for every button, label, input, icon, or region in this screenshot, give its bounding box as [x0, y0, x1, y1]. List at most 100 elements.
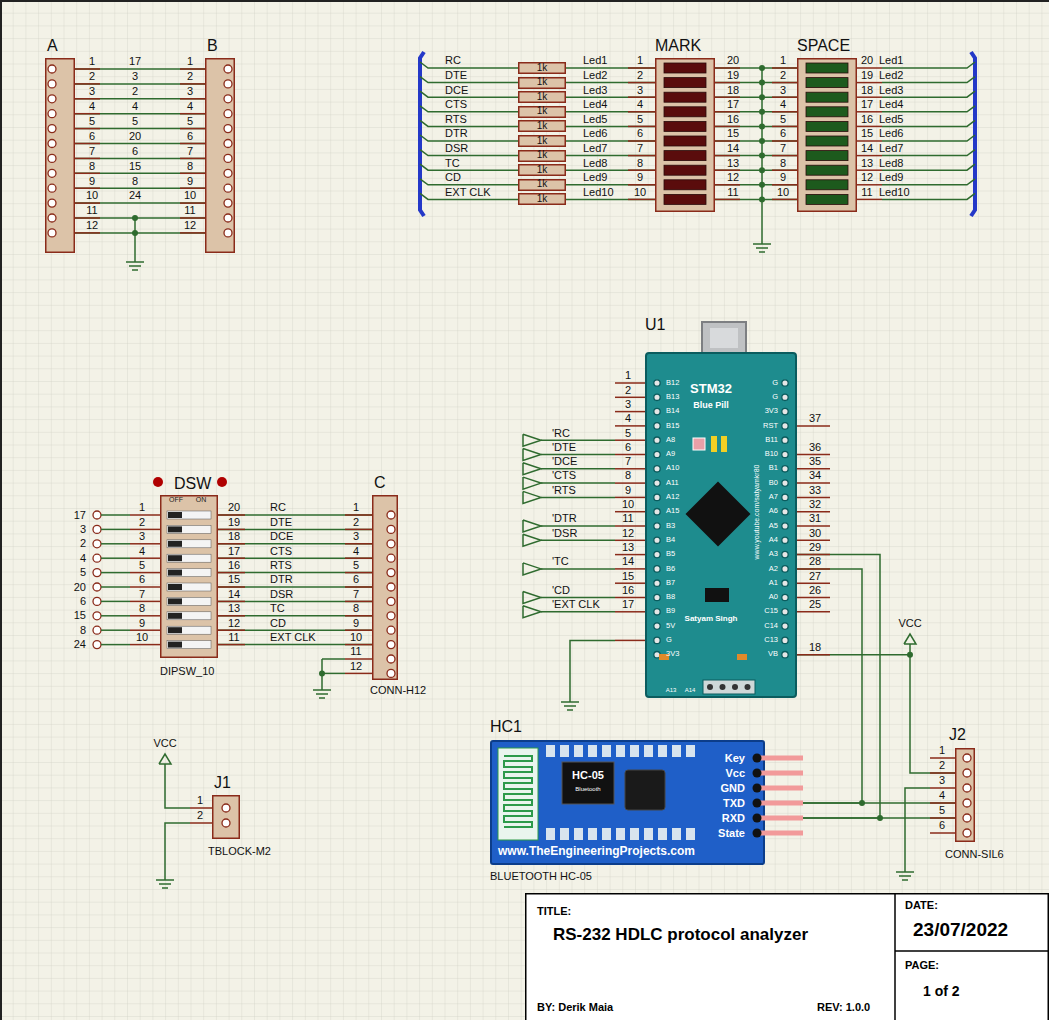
pin-number: 2 — [139, 516, 145, 529]
board-pin-name: B8 — [666, 593, 675, 602]
wire — [101, 529, 130, 531]
body-shape — [806, 121, 848, 131]
terminal-flag — [523, 606, 541, 618]
dip-switch-outline — [160, 495, 218, 658]
wire-terminal — [93, 540, 101, 548]
pin-number: 15 — [727, 127, 739, 140]
wire — [541, 468, 615, 470]
resistor-symbol: 1k — [518, 164, 566, 176]
pin-number: 3 — [780, 84, 786, 97]
part-reference: 1k — [537, 164, 548, 176]
pin-line — [130, 514, 160, 516]
pin-number: 1 — [353, 501, 359, 514]
pin-hole — [654, 523, 660, 529]
body-shape — [167, 511, 211, 519]
pin-stub — [757, 801, 803, 806]
pin-line — [715, 82, 740, 84]
part-reference: 1k — [537, 178, 548, 190]
terminal-flag — [523, 463, 541, 475]
pin-line — [75, 187, 100, 189]
wire — [218, 601, 372, 603]
pin-line — [857, 169, 882, 171]
pin-hole — [654, 466, 660, 472]
pin-line — [75, 173, 100, 175]
pin-number: 16 — [727, 113, 739, 126]
pin-line — [180, 128, 205, 130]
wire — [165, 764, 190, 808]
pin-number: 4 — [625, 412, 631, 425]
usb-connector — [710, 328, 738, 348]
ground-symbol — [759, 251, 765, 253]
module-pin-name: RXD — [722, 812, 745, 825]
board-pin-name: A0 — [769, 593, 778, 602]
pin-line — [345, 557, 372, 559]
signal-name: CTS — [445, 98, 467, 111]
body-shape — [206, 59, 235, 253]
pin-number: 11 — [727, 186, 738, 199]
pin-hole — [48, 229, 56, 237]
pin-hole — [782, 523, 788, 529]
board-pin-name: B7 — [666, 579, 675, 588]
pin-number: 12 — [184, 219, 196, 232]
pin-line — [772, 82, 797, 84]
pin-hole — [48, 65, 56, 73]
power-symbol — [159, 754, 171, 764]
board-pin-name: B3 — [666, 522, 675, 531]
pin-number: 27 — [809, 570, 821, 583]
pin-hole — [654, 494, 660, 500]
net-label: Led9 — [879, 171, 903, 184]
pin-line — [218, 543, 245, 545]
pin-hole — [222, 819, 230, 827]
power-label: VCC — [153, 737, 176, 750]
pin-number: 9 — [353, 617, 359, 630]
pin-line — [615, 640, 645, 642]
pin-line — [628, 96, 655, 98]
pin-number: 15 — [622, 570, 634, 583]
wire — [101, 557, 130, 559]
pin-hole — [782, 652, 788, 658]
wire — [75, 128, 205, 130]
pin-number: 12 — [727, 171, 739, 184]
pin-line — [75, 113, 100, 115]
pin-line — [75, 143, 100, 145]
pin-number: 4 — [780, 98, 786, 111]
pin-line — [715, 140, 740, 142]
body-shape — [656, 59, 715, 212]
pin-number: 1 — [197, 794, 203, 807]
pin-number: 4 — [139, 545, 145, 558]
pin-line — [345, 644, 372, 646]
board-pin-name: G — [772, 379, 778, 388]
board-pin-name: 3V3 — [666, 650, 679, 659]
pin-hole — [224, 199, 232, 207]
table-rule — [894, 893, 896, 1020]
body-shape — [703, 680, 755, 694]
pin-number: 11 — [622, 512, 633, 525]
part-text: BY: Derik Maia — [537, 1001, 613, 1014]
pin-hole — [782, 480, 788, 486]
wire — [566, 155, 655, 157]
pin-number: 9 — [187, 175, 193, 188]
pin-hole — [387, 569, 395, 577]
pin-number: 18 — [727, 84, 739, 97]
wire-number: 24 — [74, 638, 86, 651]
wire-label: Led2 — [583, 69, 607, 82]
pin-hole — [753, 814, 762, 823]
pin-number: 11 — [86, 204, 97, 217]
pin-number: 9 — [625, 484, 631, 497]
wire-label: CTS — [270, 545, 292, 558]
body-shape — [373, 496, 398, 680]
pin-number: 10 — [184, 189, 196, 202]
terminal-flag — [523, 434, 541, 446]
pin-hole — [782, 637, 788, 643]
pin-hole — [782, 423, 788, 429]
part-reference: C — [374, 474, 386, 492]
pin-number: 2 — [637, 69, 643, 82]
ground-symbol — [561, 701, 579, 703]
wire — [715, 155, 797, 157]
body-shape — [562, 762, 614, 804]
part-reference: J1 — [214, 774, 231, 792]
pin-line — [615, 454, 645, 456]
pin-line — [130, 557, 160, 559]
signal-name: CD — [445, 171, 461, 184]
pin-line — [772, 155, 797, 157]
